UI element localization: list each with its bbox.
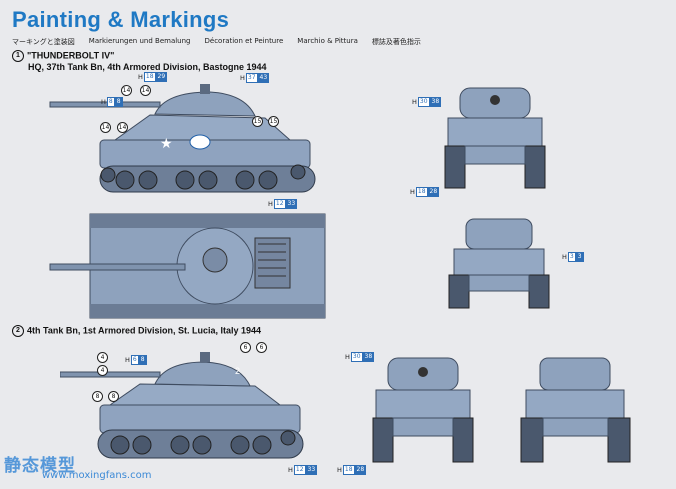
scheme2-unit: 4th Tank Bn, 1st Armored Division, St. L… — [27, 325, 262, 336]
tank2-rear-view — [520, 357, 631, 463]
tank1-top-view — [49, 213, 326, 319]
scheme1-unit: HQ, 37th Tank Bn, 4th Armored Division, … — [28, 62, 267, 72]
decal-marker: 14 — [100, 122, 111, 133]
subtitle-row: マーキングと塗装図 Markierungen und Bemalung Déco… — [12, 37, 421, 47]
decal-marker: 8 — [92, 391, 103, 402]
scheme1-name: "THUNDERBOLT IV" — [27, 50, 115, 61]
watermark-logo: 静态模型 — [4, 456, 76, 476]
tank1-side-view: ★ — [49, 84, 316, 193]
decal-marker: 4 — [97, 352, 108, 363]
svg-text:2: 2 — [235, 366, 240, 376]
svg-text:★: ★ — [160, 135, 173, 151]
scheme2-number: 2 — [12, 325, 24, 337]
decal-marker: 14 — [121, 85, 132, 96]
scheme1-heading: 1"THUNDERBOLT IV" HQ, 37th Tank Bn, 4th … — [12, 50, 267, 73]
decal-marker: 8 — [108, 391, 119, 402]
decal-marker: 15 — [268, 116, 279, 127]
scheme1-number: 1 — [12, 50, 24, 62]
decal-marker: 4 — [97, 365, 108, 376]
subtitle-it: Marchio & Pittura — [297, 37, 358, 45]
subtitle-jp: マーキングと塗装図 — [12, 38, 75, 46]
tank2-front-view — [372, 357, 474, 463]
tank1-rear-view — [448, 218, 550, 309]
decal-marker: 15 — [252, 116, 263, 127]
subtitle-fr: Décoration et Peinture — [204, 37, 284, 45]
subtitle-de: Markierungen und Bemalung — [88, 37, 191, 45]
decal-marker: 6 — [240, 342, 251, 353]
decal-marker: 6 — [256, 342, 267, 353]
decal-marker: 14 — [140, 85, 151, 96]
page-title: Painting & Markings — [12, 7, 230, 32]
tank1-front-view — [444, 87, 546, 189]
watermark-url: www.moxingfans.com — [42, 470, 152, 481]
decal-marker: 14 — [117, 122, 128, 133]
subtitle-cn: 標誌及著色指示 — [371, 38, 421, 46]
tank2-side-view: 2 — [60, 352, 304, 459]
